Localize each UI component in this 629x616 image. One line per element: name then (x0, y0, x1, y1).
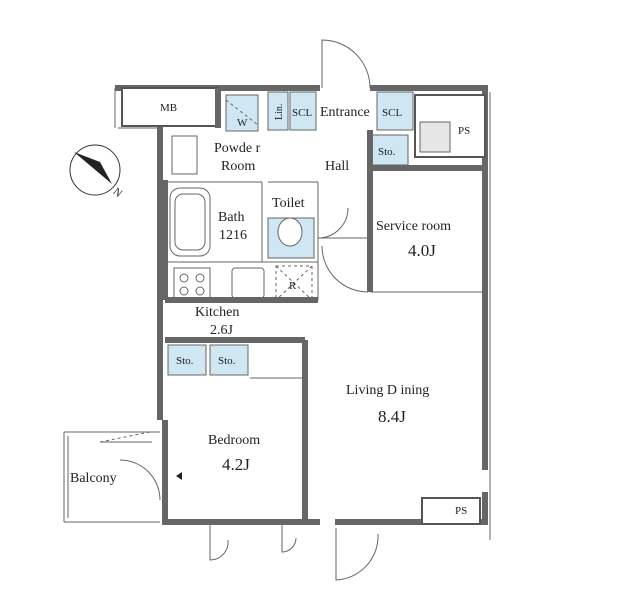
bathtub (169, 187, 211, 257)
living-label-2: 8.4J (378, 407, 406, 426)
bedroom-label-1: Bedroom (208, 433, 260, 448)
powder-label-2: Room (221, 159, 255, 174)
bath-label-2: 1216 (219, 228, 247, 243)
living-label-1: Living D ining (346, 383, 429, 398)
balcony-label: Balcony (70, 471, 117, 486)
scl-left-closet (289, 91, 317, 131)
mb-label: MB (160, 102, 177, 114)
powder-sink (171, 135, 198, 175)
r-label: R (289, 280, 297, 292)
service-label-1: Service room (376, 219, 451, 234)
toilet-bowl (277, 217, 303, 247)
bottom-door-1 (209, 522, 229, 561)
sto-right-label: Sto. (378, 146, 396, 158)
kitchen-label-1: Kitchen (195, 305, 239, 320)
sto-b-label: Sto. (218, 355, 236, 367)
entrance-door (321, 39, 371, 89)
hall-label: Hall (325, 159, 349, 174)
toilet-label: Toilet (272, 196, 305, 211)
interior-walls (162, 88, 485, 522)
bottom-door-2 (281, 522, 297, 553)
balcony-arrow-icon (176, 472, 182, 480)
toilet-door (317, 207, 349, 239)
linen-closet (267, 91, 289, 131)
ps-top-label: PS (458, 125, 470, 137)
sto-a-closet (167, 344, 207, 376)
ps-bottom-label: PS (455, 505, 467, 517)
stove (173, 267, 211, 299)
ps-bottom-box (421, 497, 481, 525)
service-label-2: 4.0J (408, 241, 436, 260)
w-label: W (237, 117, 248, 129)
powder-label-1: Powde r (214, 141, 261, 156)
fridge-space (275, 265, 313, 301)
outer-walls (114, 85, 491, 540)
entrance-label: Entrance (320, 105, 370, 120)
sto-b-closet (209, 344, 249, 376)
mb-box (121, 87, 218, 127)
bottom-door-3 (335, 528, 379, 581)
hall-door (321, 245, 369, 293)
balcony-door (119, 459, 161, 501)
bedroom-label-2: 4.2J (222, 455, 250, 474)
compass: N (69, 144, 124, 200)
scl-left-label: SCL (292, 107, 312, 119)
scl-right-label: SCL (382, 107, 402, 119)
balcony-area (63, 431, 160, 523)
kitchen-sink (231, 267, 265, 299)
bath-label-1: Bath (218, 210, 244, 225)
sto-a-label: Sto. (176, 355, 194, 367)
compass-needle-icon (74, 152, 112, 184)
kitchen-label-2: 2.6J (210, 323, 234, 338)
scl-right-closet (376, 91, 414, 131)
lin-label: Lin. (274, 104, 285, 120)
